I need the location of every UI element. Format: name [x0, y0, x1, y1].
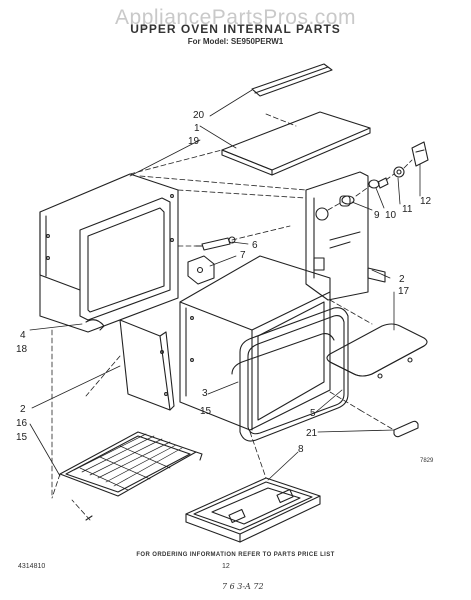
- ordering-note: FOR ORDERING INFORMATION REFER TO PARTS …: [136, 552, 335, 558]
- callout-6: 6: [252, 240, 258, 251]
- callout-16: 16: [16, 418, 28, 429]
- callout-9: 9: [374, 210, 380, 221]
- part-1-top-panel: [221, 111, 371, 176]
- part-2-side-panel: [119, 319, 175, 411]
- document-number: 4314810: [18, 563, 46, 570]
- callout-leaders: [29, 89, 421, 481]
- part-4-clip: [85, 319, 105, 331]
- handwritten-note: 7 6 3-A 72: [222, 582, 264, 591]
- page-number: 12: [222, 563, 230, 570]
- callout-11: 11: [402, 204, 413, 215]
- model-line: For Model: SE950PERW1: [187, 37, 284, 46]
- part-20-top-trim: [251, 63, 333, 97]
- part-6-terminal: [195, 236, 236, 251]
- diagram-title: UPPER OVEN INTERNAL PARTS: [130, 22, 341, 36]
- callout-2-lower: 2: [20, 404, 26, 415]
- callout-18: 18: [16, 344, 28, 355]
- part-3-oven-liner: [179, 255, 331, 431]
- callout-15-lower: 15: [16, 432, 28, 443]
- watermark: AppliancePartsPros.com: [115, 6, 356, 29]
- callout-5: 5: [310, 408, 316, 419]
- part-5-door-gasket: [231, 307, 349, 442]
- figure-code: 7829: [420, 458, 434, 464]
- part-19-door-frame: [39, 173, 179, 333]
- part-9-12-lamp-assembly: [339, 141, 429, 207]
- callout-1: 1: [194, 123, 200, 134]
- callout-21: 21: [306, 428, 318, 439]
- exploded-guide-lines: [51, 113, 413, 521]
- callout-19: 19: [188, 136, 200, 147]
- callout-8: 8: [298, 444, 304, 455]
- part-8-broiler-pan: [185, 477, 321, 543]
- callout-12: 12: [420, 196, 432, 207]
- callout-20: 20: [193, 110, 205, 121]
- callout-7: 7: [240, 250, 246, 261]
- callout-2-upper: 2: [399, 274, 405, 285]
- callout-15-upper: 15: [200, 406, 212, 417]
- part-17-heat-deflector: [326, 323, 428, 379]
- part-16-oven-rack: [59, 431, 203, 521]
- rear-control-panel: [305, 171, 386, 301]
- callout-3: 3: [202, 388, 208, 399]
- callout-4: 4: [20, 330, 26, 341]
- callout-17: 17: [398, 286, 410, 297]
- part-7-bracket: [187, 255, 215, 285]
- callout-10: 10: [385, 210, 397, 221]
- part-21-handle: [393, 420, 419, 438]
